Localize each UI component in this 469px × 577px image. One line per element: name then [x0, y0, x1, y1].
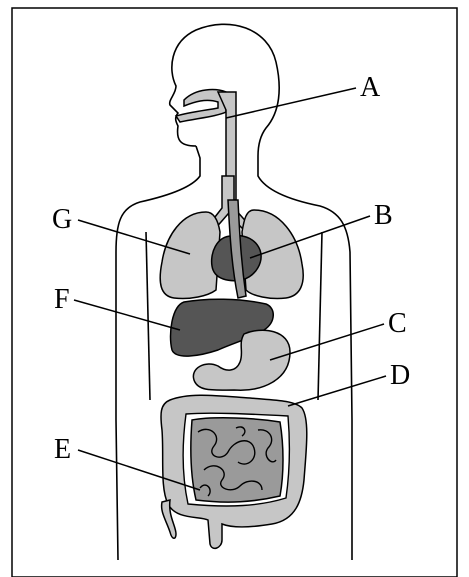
small-intestine [191, 418, 283, 502]
label-e: E [54, 434, 71, 465]
label-f: F [54, 284, 70, 315]
label-g: G [52, 204, 72, 235]
label-d: D [390, 360, 410, 391]
label-c: C [388, 308, 407, 339]
label-b: B [374, 200, 393, 231]
label-a: A [360, 72, 381, 103]
